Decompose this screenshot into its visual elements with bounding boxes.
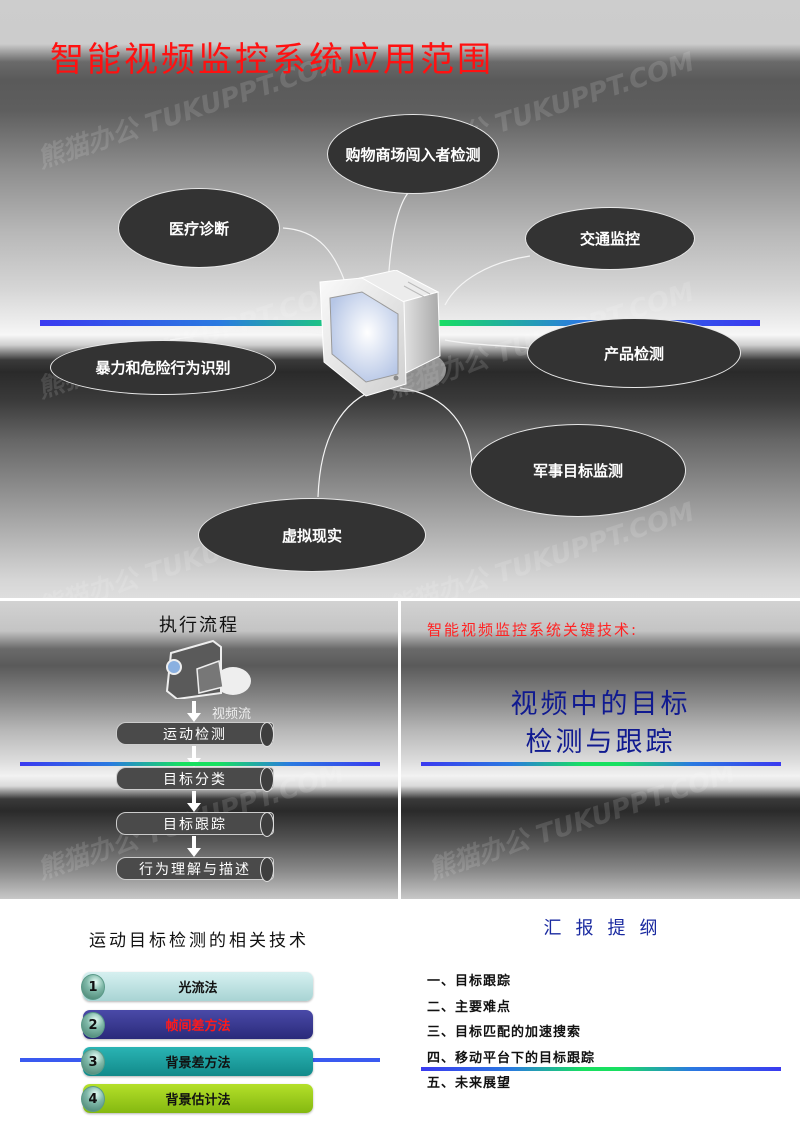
outline-title: 汇报提纲 bbox=[543, 918, 672, 939]
technique-item: 4 背景估计法 bbox=[81, 1084, 313, 1113]
application-bubble: 军事目标监测 bbox=[470, 424, 686, 517]
headline-line-1: 视频中的目标 bbox=[510, 689, 691, 720]
flow-step: 行为理解与描述 bbox=[116, 857, 274, 882]
technique-label: 背景差方法 bbox=[165, 1056, 231, 1071]
technique-item: 2 帧间差方法 bbox=[81, 1010, 313, 1039]
slide-execution-flow: 熊猫办公 TUKUPPT.COM 执行流程 视频流 运动检测 目标分类 目标跟踪… bbox=[0, 601, 398, 899]
number-badge: 2 bbox=[81, 1012, 105, 1038]
flow-step: 目标分类 bbox=[116, 767, 274, 792]
stream-label: 视频流 bbox=[212, 707, 252, 722]
number-badge: 4 bbox=[81, 1086, 105, 1112]
divider-line bbox=[421, 762, 781, 766]
technique-label: 帧间差方法 bbox=[165, 1019, 231, 1034]
application-bubble: 产品检测 bbox=[527, 318, 741, 388]
number-badge: 1 bbox=[81, 974, 105, 1000]
outline-item: 二、主要难点 bbox=[427, 999, 512, 1015]
outline-list: 一、目标跟踪 二、主要难点 三、目标匹配的加速搜索 四、移动平台下的目标跟踪 五… bbox=[427, 970, 595, 1098]
key-tech-subtitle: 智能视频监控系统关键技术: bbox=[427, 621, 639, 639]
outline-item: 五、未来展望 bbox=[427, 1076, 512, 1091]
technique-item: 3 背景差方法 bbox=[81, 1047, 313, 1076]
outline-item: 三、目标匹配的加速搜索 bbox=[427, 1025, 582, 1040]
application-bubble: 暴力和危险行为识别 bbox=[50, 340, 276, 395]
video-camera-icon bbox=[165, 639, 251, 699]
application-bubble: 虚拟现实 bbox=[198, 498, 426, 572]
headline-line-2: 检测与跟踪 bbox=[525, 727, 676, 758]
watermark: 熊猫办公 TUKUPPT.COM bbox=[424, 758, 740, 886]
technique-label: 光流法 bbox=[178, 981, 218, 996]
flow-title: 执行流程 bbox=[159, 615, 239, 636]
slide-application-scope: 熊猫办公 TUKUPPT.COM 熊猫办公 TUKUPPT.COM 熊猫办公 T… bbox=[0, 0, 800, 598]
key-tech-headline: 视频中的目标 检测与跟踪 bbox=[401, 686, 800, 762]
flow-step: 运动检测 bbox=[116, 722, 274, 747]
application-bubble: 医疗诊断 bbox=[118, 188, 280, 268]
technique-label: 背景估计法 bbox=[165, 1093, 231, 1108]
arrow-down-icon bbox=[187, 836, 201, 857]
arrow-down-icon bbox=[187, 701, 201, 722]
techniques-title: 运动目标检测的相关技术 bbox=[89, 931, 309, 951]
slide-report-outline: 汇报提纲 一、目标跟踪 二、主要难点 三、目标匹配的加速搜索 四、移动平台下的目… bbox=[401, 902, 800, 1130]
slide-motion-detection-techniques: 运动目标检测的相关技术 1 光流法 2 帧间差方法 3 背景差方法 4 背景估计… bbox=[0, 902, 398, 1130]
slide-key-technology: 熊猫办公 TUKUPPT.COM 智能视频监控系统关键技术: 视频中的目标 检测… bbox=[401, 601, 800, 899]
application-bubble: 交通监控 bbox=[525, 207, 695, 270]
page-title: 智能视频监控系统应用范围 bbox=[50, 40, 494, 80]
flow-step: 目标跟踪 bbox=[116, 812, 274, 837]
arrow-down-icon bbox=[187, 791, 201, 812]
application-bubble: 购物商场闯入者检测 bbox=[327, 114, 499, 194]
divider-line bbox=[20, 762, 380, 766]
computer-monitor-icon bbox=[319, 270, 446, 397]
technique-item: 1 光流法 bbox=[81, 972, 313, 1001]
outline-item: 四、移动平台下的目标跟踪 bbox=[427, 1050, 596, 1066]
number-badge: 3 bbox=[81, 1049, 105, 1075]
divider-line bbox=[421, 1067, 781, 1071]
outline-item: 一、目标跟踪 bbox=[427, 974, 512, 989]
